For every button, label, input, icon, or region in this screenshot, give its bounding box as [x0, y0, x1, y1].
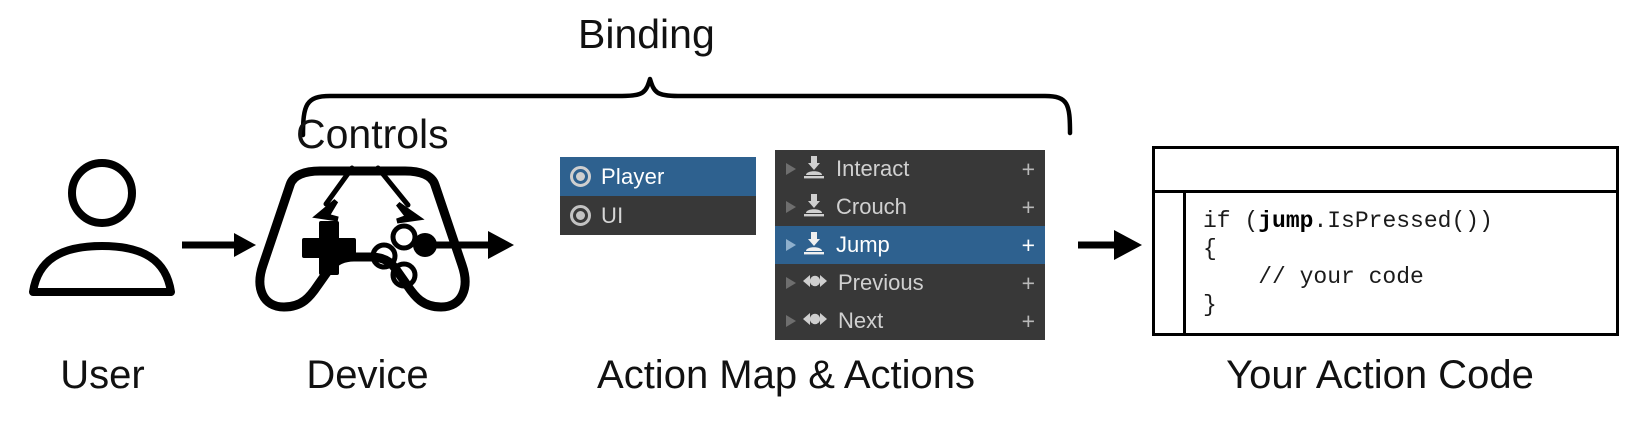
action-map-label: UI — [601, 202, 624, 228]
code-line-3: // your code — [1203, 264, 1424, 290]
code-line-4: } — [1203, 292, 1217, 318]
add-binding-button[interactable]: + — [1021, 193, 1035, 220]
action-label: Next — [838, 308, 884, 333]
foldout-arrow-icon[interactable] — [781, 237, 801, 253]
gamepad-button-active-icon — [413, 233, 437, 257]
action-row-jump[interactable]: Jump + — [775, 226, 1045, 264]
action-row-crouch[interactable]: Crouch + — [775, 188, 1045, 226]
action-map-ring-icon — [570, 205, 591, 226]
code-editor-titlebar — [1155, 149, 1616, 193]
axis-1d-icon — [801, 306, 829, 337]
action-map-panel: Player UI — [560, 157, 756, 235]
gamepad-dpad-icon — [302, 221, 356, 275]
add-binding-button[interactable]: + — [1021, 307, 1035, 334]
action-map-row-player[interactable]: Player — [560, 157, 756, 196]
code-editor-gutter — [1155, 193, 1186, 333]
action-label: Jump — [836, 232, 890, 257]
foldout-arrow-icon[interactable] — [781, 199, 801, 215]
arrow-actions-to-code — [1078, 230, 1142, 260]
add-binding-button[interactable]: + — [1021, 269, 1035, 296]
action-label: Interact — [836, 156, 910, 181]
code-line-2: { — [1203, 236, 1217, 262]
code-editor-body[interactable]: if (jump.IsPressed()) { // your code } — [1189, 193, 1616, 333]
foldout-arrow-icon[interactable] — [781, 313, 801, 329]
controls-arrows — [312, 165, 425, 224]
caption-action-map-and-actions: Action Map & Actions — [597, 353, 975, 397]
code-line-1-pre: if ( — [1203, 208, 1259, 234]
gamepad-button-bottom-icon — [390, 261, 418, 289]
arrow-device-to-actions — [425, 231, 514, 259]
action-label: Previous — [838, 270, 924, 295]
add-binding-button[interactable]: + — [1021, 231, 1035, 258]
action-row-interact[interactable]: Interact + — [775, 150, 1045, 188]
controls-label: Controls — [296, 111, 449, 157]
action-map-row-ui[interactable]: UI — [560, 196, 756, 235]
gamepad-icon — [255, 166, 470, 312]
actions-panel: Interact + Crouch + — [775, 150, 1045, 340]
caption-your-action-code: Your Action Code — [1226, 353, 1534, 397]
gamepad-button-top-icon — [390, 223, 418, 251]
action-row-next[interactable]: Next + — [775, 302, 1045, 340]
foldout-arrow-icon[interactable] — [781, 275, 801, 291]
button-press-icon — [801, 192, 827, 223]
code-editor-window: if (jump.IsPressed()) { // your code } — [1152, 146, 1619, 336]
add-binding-button[interactable]: + — [1021, 155, 1035, 182]
caption-user: User — [60, 353, 145, 397]
button-press-icon — [801, 154, 827, 185]
caption-device: Device — [306, 353, 429, 397]
user-icon — [29, 159, 175, 296]
action-map-ring-icon — [570, 166, 591, 187]
binding-label: Binding — [578, 11, 715, 57]
foldout-arrow-icon[interactable] — [781, 161, 801, 177]
action-label: Crouch — [836, 194, 907, 219]
button-press-icon — [801, 230, 827, 261]
code-line-1-post: .IsPressed()) — [1313, 208, 1493, 234]
code-token-jump: jump — [1258, 208, 1314, 234]
arrow-user-to-device — [182, 233, 256, 257]
action-row-previous[interactable]: Previous + — [775, 264, 1045, 302]
axis-1d-icon — [801, 268, 829, 299]
action-map-label: Player — [601, 163, 665, 189]
gamepad-button-left-icon — [370, 242, 398, 270]
